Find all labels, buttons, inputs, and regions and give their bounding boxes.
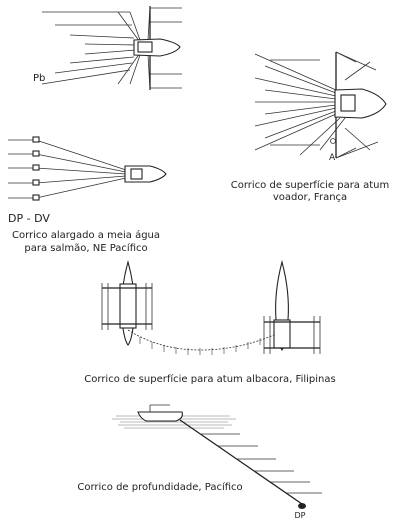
boat-diagram-deep: Corrico de profundidade, Pacífico DP — [77, 404, 322, 520]
trolling-lines-right — [150, 7, 182, 89]
label-dp-dv: DP - DV — [8, 212, 50, 225]
label-dp: DP — [295, 511, 306, 520]
boat-diagram-albacore: Corrico de superfície para atum albacora… — [84, 259, 336, 385]
trolling-net-curve — [127, 329, 277, 351]
label-pb: Pb — [33, 73, 45, 84]
float-marker — [330, 138, 336, 144]
boat-diagram-pb: Pb — [33, 5, 182, 91]
left-canoe — [101, 259, 153, 346]
deep-branch-lines — [200, 433, 322, 494]
trolling-lines-france — [254, 53, 346, 156]
label-a: A — [329, 153, 336, 163]
net-ticks — [139, 337, 261, 355]
boat-cabin-salmon — [130, 168, 143, 180]
depressor-weight — [298, 503, 306, 509]
boat-cabin — [137, 41, 153, 53]
right-canoe — [263, 259, 321, 354]
boat-diagram-france: A Corrico de superfície para atum voador… — [231, 51, 390, 203]
caption-salmon-line1: Corrico alargado a meia água — [12, 229, 160, 241]
caption-salmon-line2: para salmão, NE Pacífico — [24, 242, 147, 254]
boat-hull-deep — [137, 411, 183, 422]
caption-surface-tuna-line1: Corrico de superfície para atum — [231, 179, 390, 191]
trolling-lines-salmon — [8, 136, 127, 201]
caption-surface-tuna-line2: voador, França — [273, 192, 347, 203]
trolling-lines-left — [41, 11, 141, 85]
boat-diagram-salmon: DP - DV Corrico alargado a meia água par… — [8, 136, 167, 254]
caption-albacore: Corrico de superfície para atum albacora… — [84, 373, 335, 385]
boat-cabin-france — [340, 94, 356, 112]
caption-deep: Corrico de profundidade, Pacífico — [77, 481, 242, 493]
